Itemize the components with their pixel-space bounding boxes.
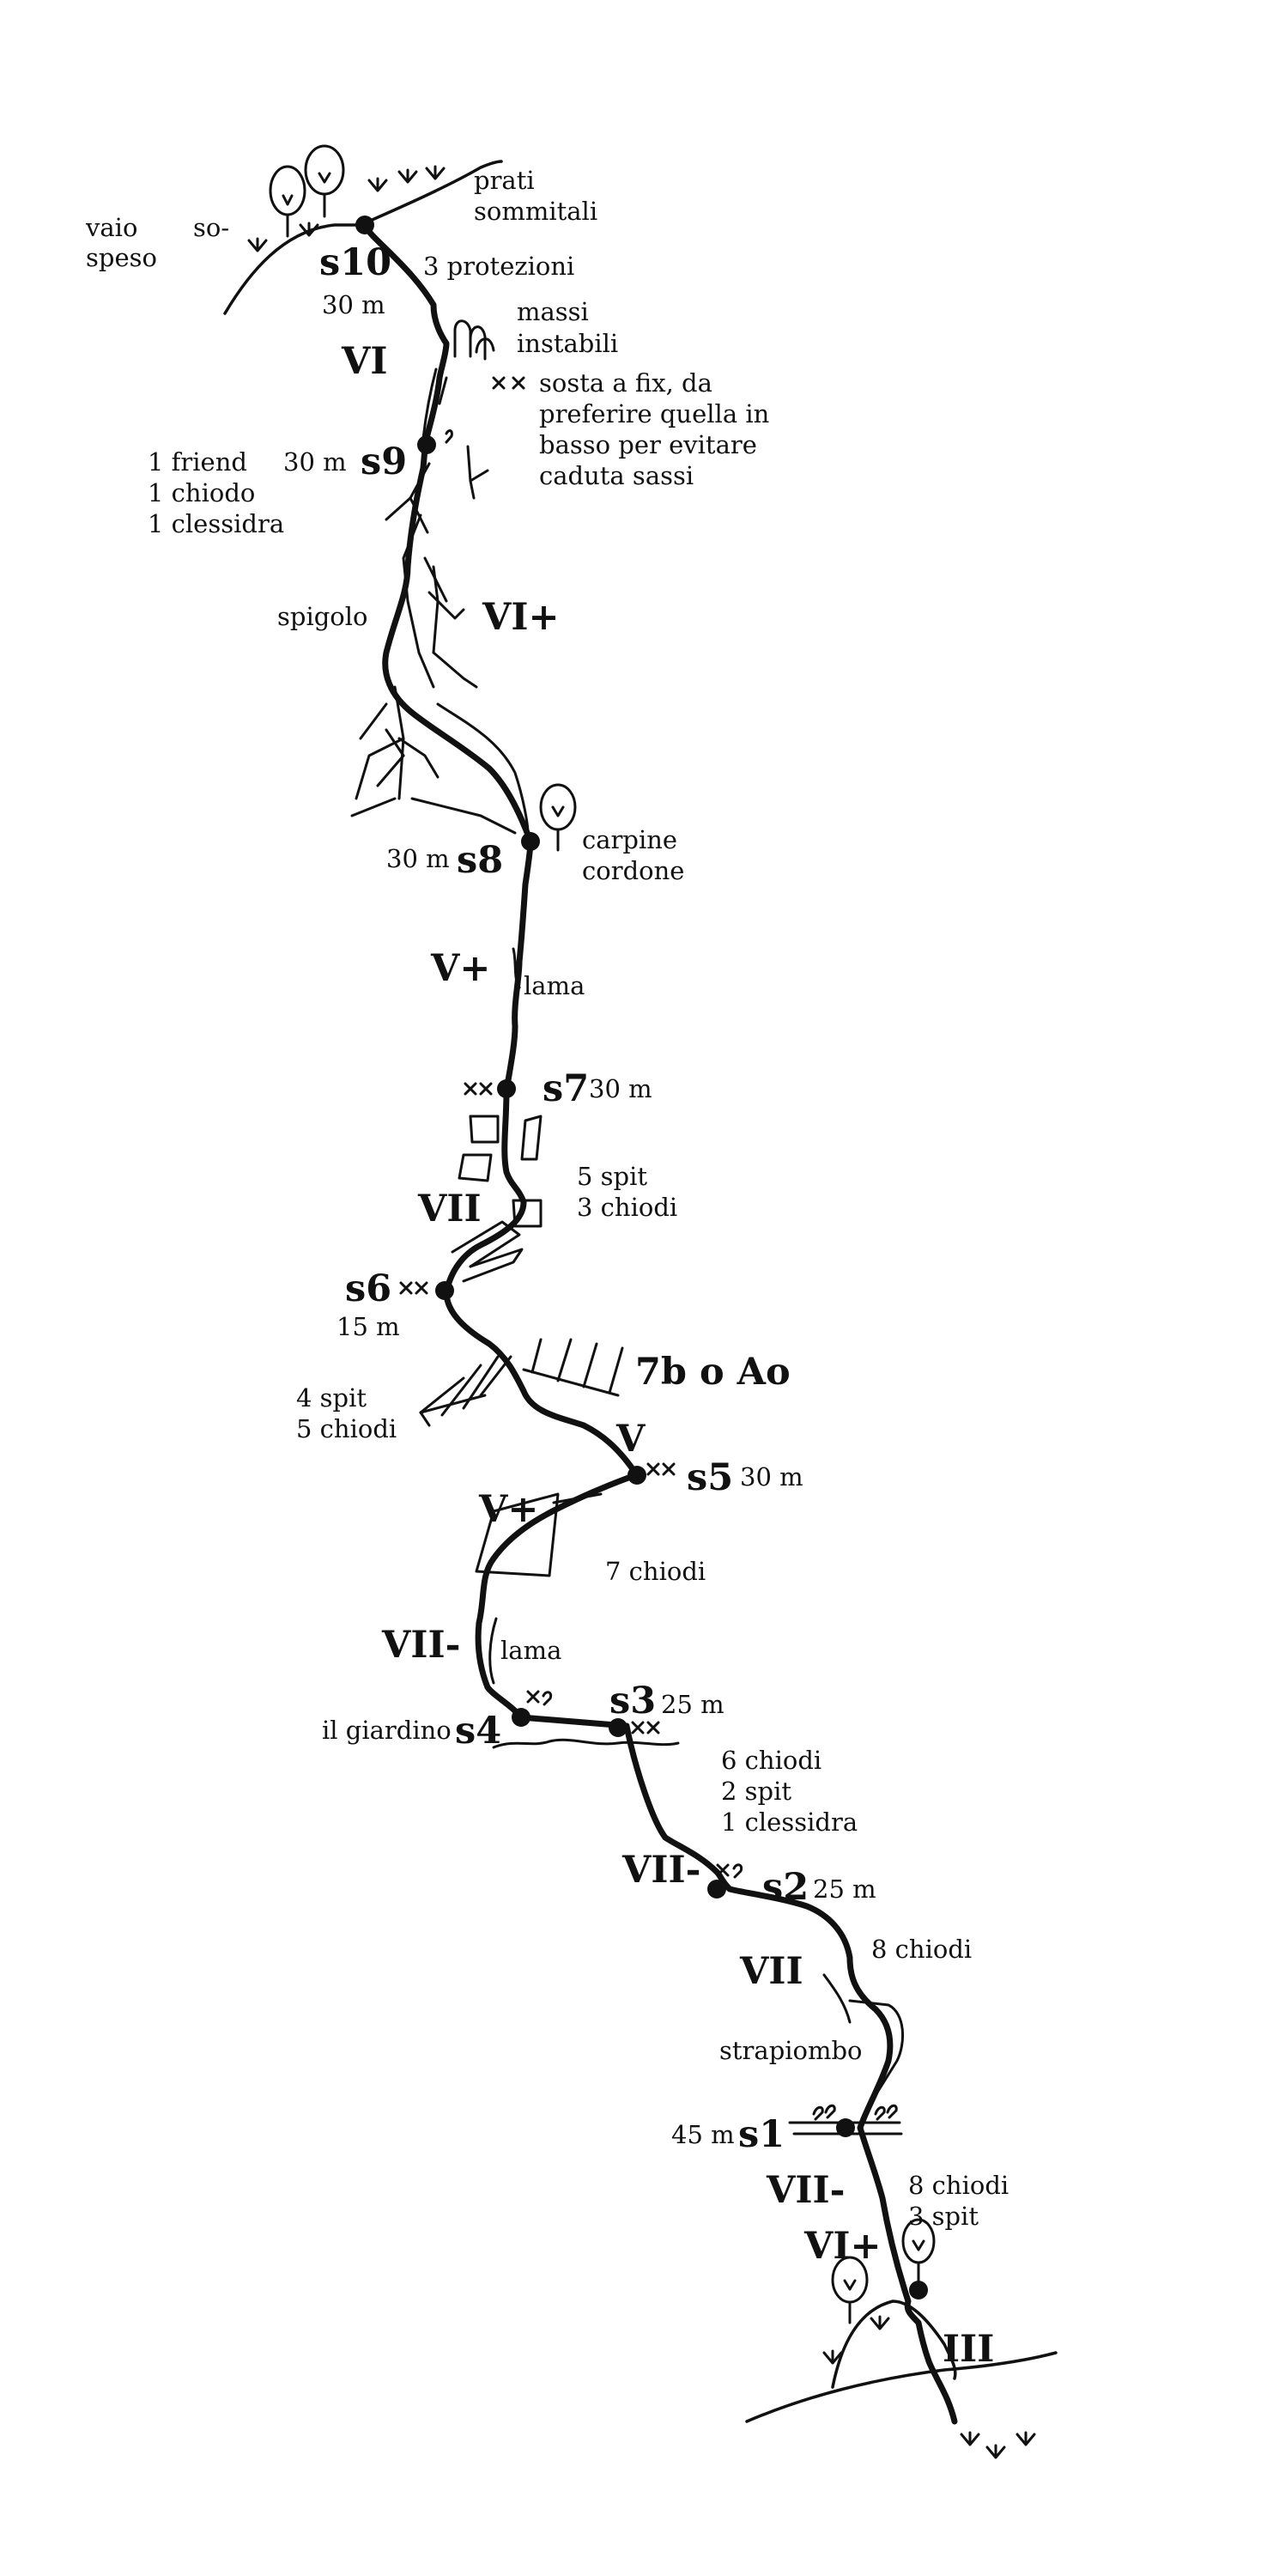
belay-dot-s9 <box>417 435 436 454</box>
grade-vii-upper: VII <box>417 1188 482 1230</box>
protection-marks <box>399 376 898 2121</box>
belay-length-s10: 30 m <box>322 290 385 319</box>
belay-length-s2: 25 m <box>813 1874 876 1904</box>
p6-gear-1: 4 spit <box>296 1383 367 1413</box>
lama-upper-label: lama <box>524 971 585 1000</box>
sosta-fix-note-3: basso per evitare <box>539 430 757 459</box>
massi-label: massi <box>517 297 589 326</box>
belay-label-s9: s9 <box>361 440 407 483</box>
belay-dot-s1 <box>836 2118 855 2137</box>
prati-label-2: sommitali <box>474 197 597 226</box>
grade-v-plus-upper: V+ <box>430 947 490 990</box>
prati-label: prati <box>474 166 535 195</box>
grade-v-plus-lower: V+ <box>478 1488 538 1531</box>
grade-vii-minus-lower: VII- <box>766 2169 845 2212</box>
belay-label-s8: s8 <box>457 839 503 882</box>
belay-label-s6: s6 <box>345 1267 391 1310</box>
belay-dot-s10 <box>355 216 374 234</box>
s9-gear-3: 1 clessidra <box>148 509 284 538</box>
p5-gear: 7 chiodi <box>605 1557 706 1586</box>
belay-length-s5: 30 m <box>740 1462 803 1492</box>
belay-length-s6: 15 m <box>336 1312 400 1341</box>
belay-dot-s7 <box>497 1079 516 1098</box>
p2-gear: 8 chiodi <box>871 1935 972 1964</box>
s8-note-2: cordone <box>582 856 684 885</box>
lama-lower-label: lama <box>500 1636 561 1665</box>
s9-gear-2: 1 chiodo <box>148 478 255 507</box>
belay-dot-s6 <box>435 1281 454 1300</box>
s8-note-1: carpine <box>582 825 677 854</box>
p3-gear-2: 2 spit <box>721 1777 791 1806</box>
p3-gear-3: 1 clessidra <box>721 1807 858 1837</box>
sosta-fix-note-4: caduta sassi <box>539 461 694 490</box>
p1-gear-1: 8 chiodi <box>908 2171 1009 2200</box>
tree-icon <box>901 2218 936 2286</box>
tree-icon <box>269 165 306 238</box>
belay-length-s9: 30 m <box>283 447 347 477</box>
belay-label-s4: s4 <box>455 1710 501 1753</box>
belay-label-s1: s1 <box>738 2113 785 2156</box>
belay-dot-s3 <box>609 1718 627 1737</box>
tree-icon <box>304 144 345 218</box>
spigolo-label: spigolo <box>277 602 367 631</box>
belay-dot-s4 <box>512 1708 530 1727</box>
grade-vi-plus-lower: VI+ <box>803 2225 882 2268</box>
belay-dot-s2 <box>707 1880 726 1899</box>
vaio-label: vaio <box>85 213 137 242</box>
sosta-fix-note: sosta a fix, da <box>539 368 712 398</box>
p3-gear-1: 6 chiodi <box>721 1746 821 1775</box>
belay-dot-s5 <box>627 1466 646 1485</box>
grade-iii: III <box>943 2328 994 2371</box>
p1-gear-2: 3 spit <box>908 2202 979 2231</box>
grade-v: V <box>615 1418 646 1461</box>
vaio-label-2: so- <box>193 213 229 242</box>
belay-length-s1: 45 m <box>671 2120 735 2149</box>
belay-label-s10: s10 <box>319 241 391 284</box>
belay-label-s2: s2 <box>762 1866 809 1909</box>
p6-gear-2: 5 chiodi <box>296 1414 397 1443</box>
belay-label-s5: s5 <box>687 1456 733 1499</box>
s10-protection-note: 3 protezioni <box>423 252 574 281</box>
grass-icons <box>247 165 1036 2459</box>
belay-length-s3: 25 m <box>661 1690 724 1719</box>
grade-vii-minus-mid: VII- <box>621 1849 700 1892</box>
belay-label-s3: s3 <box>609 1680 656 1722</box>
p7-gear-2: 3 chiodi <box>577 1193 677 1222</box>
grade-7b-ao: 7b o Ao <box>635 1351 791 1394</box>
grade-vi: VI <box>341 340 387 383</box>
grade-vii-minus-upper: VII- <box>381 1624 460 1667</box>
belay-dot-s8 <box>521 832 540 851</box>
p7-gear-1: 5 spit <box>577 1162 647 1191</box>
grade-vii-lower: VII <box>739 1950 803 1993</box>
tree-icon <box>831 2256 869 2324</box>
sosta-fix-note-2: preferire quella in <box>539 399 769 428</box>
belay-dots <box>355 216 928 2300</box>
belay-label-s7: s7 <box>543 1067 589 1110</box>
start-dot <box>909 2281 928 2300</box>
belay-length-s8: 30 m <box>386 844 450 873</box>
vaio-label-3: speso <box>86 243 157 272</box>
strapiombo-label: strapiombo <box>719 2036 863 2065</box>
tree-icon <box>539 783 577 852</box>
route-line <box>361 222 958 2425</box>
massi-label-2: instabili <box>517 329 618 358</box>
trees <box>269 144 936 2324</box>
grade-vi-plus: VI+ <box>482 596 560 639</box>
s9-gear-1: 1 friend <box>148 447 247 477</box>
belay-length-s7: 30 m <box>589 1074 652 1103</box>
giardino-label: il giardino <box>322 1716 452 1745</box>
